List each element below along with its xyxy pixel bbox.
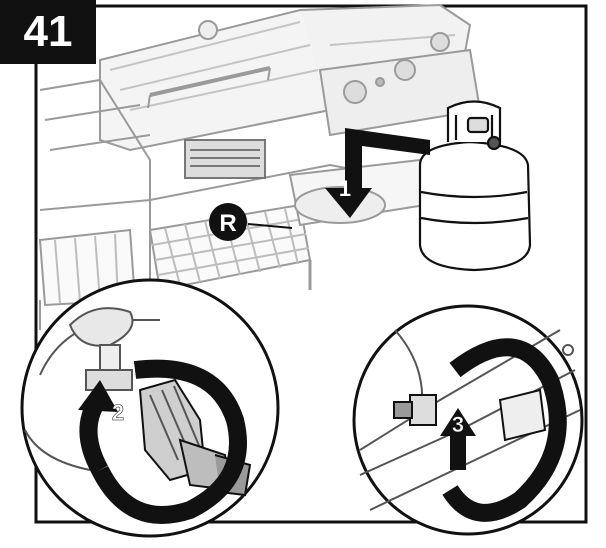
part-r-marker — [209, 203, 247, 241]
grill-body — [38, 3, 482, 330]
step-number-badge: 41 — [0, 0, 96, 64]
part-r-leader — [247, 223, 293, 229]
inset-valve-tighten — [352, 304, 584, 536]
step-2-label: 2 — [112, 400, 124, 425]
propane-tank — [418, 100, 532, 272]
rotate-arrow-icon — [78, 359, 247, 524]
down-arrow-icon — [325, 128, 430, 218]
rotate-arrow-icon — [440, 338, 567, 522]
part-r-label: R — [219, 210, 236, 237]
step-1-label: 1 — [339, 176, 351, 201]
step-3-label: 3 — [452, 412, 464, 437]
inset-regulator-connect — [20, 278, 280, 538]
